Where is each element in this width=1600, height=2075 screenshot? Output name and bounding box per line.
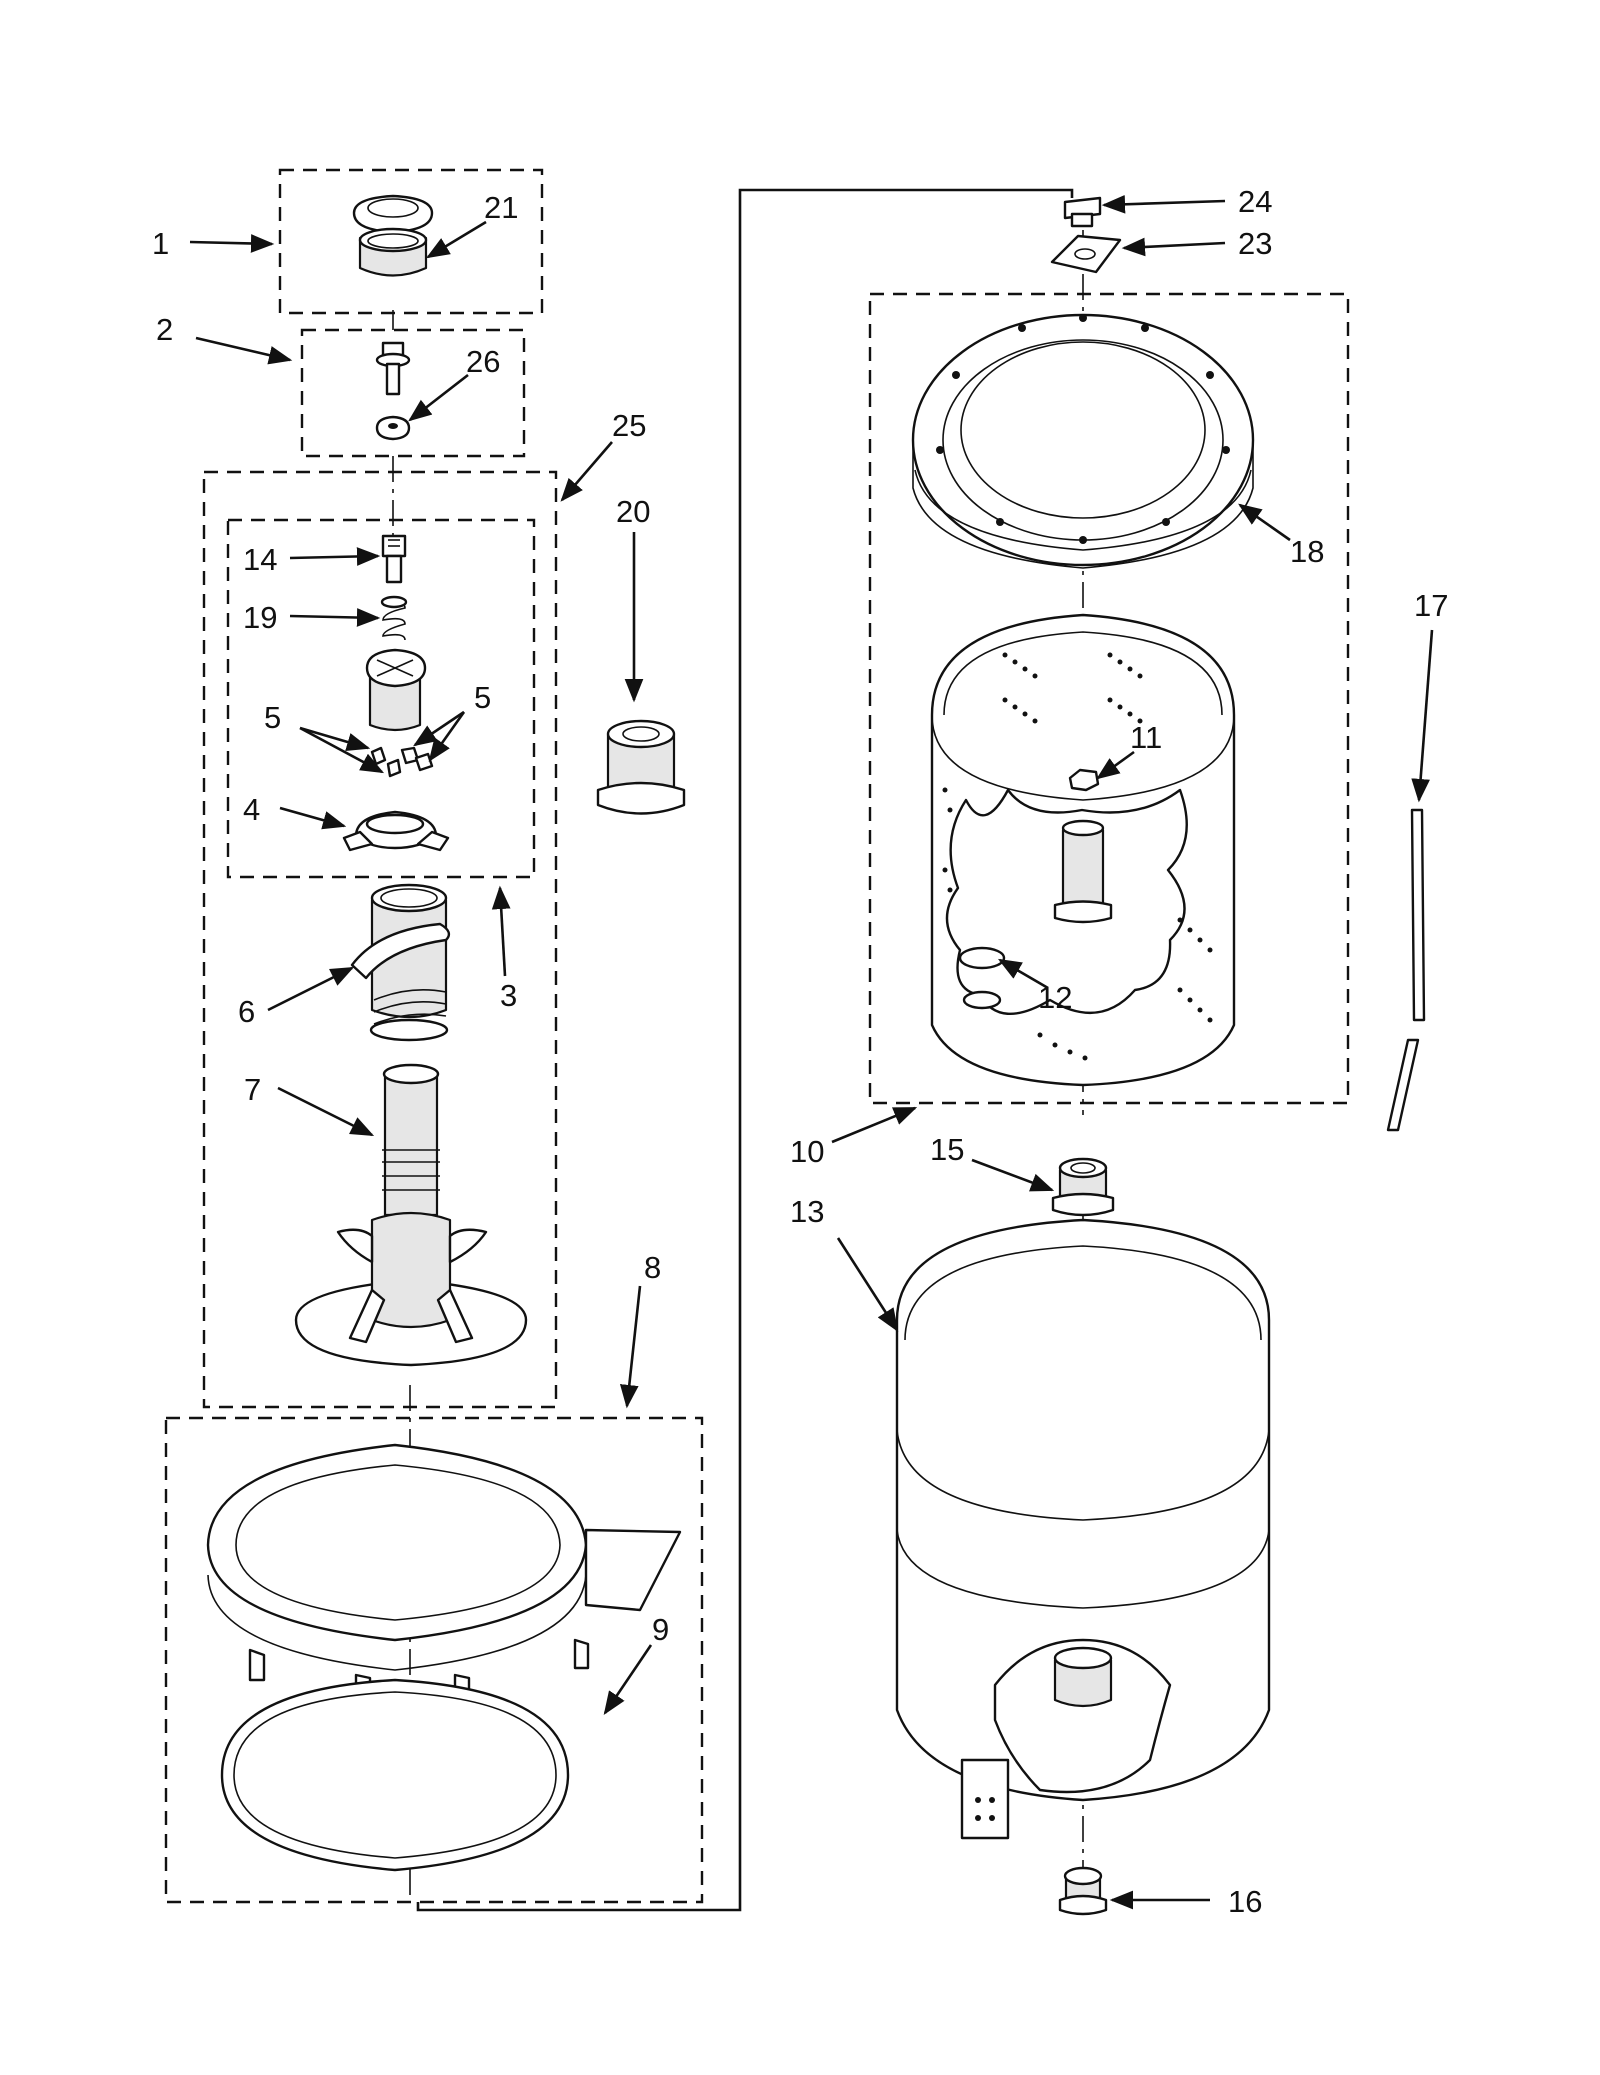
agitator-base-part [294,1063,528,1367]
callout-13: 13 [790,1194,824,1229]
callout-18: 18 [1290,534,1324,569]
callout-1: 1 [152,226,169,261]
callout-21: 21 [484,190,518,225]
group-box-8 [164,1416,704,1904]
callout-4: 4 [243,792,260,827]
agitator-internal-parts [342,534,450,852]
callout-15: 15 [930,1132,964,1167]
leader-arrows [189,194,1434,1910]
group-box-3 [226,518,536,879]
callout-16: 16 [1228,1884,1262,1919]
cam-nut-parts [1050,196,1122,274]
hose-part [1386,808,1426,1132]
callout-23: 23 [1238,226,1272,261]
callout-17: 17 [1414,588,1448,623]
callout-24: 24 [1238,184,1272,219]
group-box-1 [278,168,544,315]
callout-5-left: 5 [264,700,281,735]
group-box-2 [300,328,526,458]
callout-26: 26 [466,344,500,379]
bolt-part [375,341,411,441]
callout-7: 7 [244,1072,261,1107]
callout-5-right: 5 [474,680,491,715]
outer-tub-part [895,1218,1271,1840]
callout-19: 19 [243,600,277,635]
callout-14: 14 [243,542,277,577]
callout-10: 10 [790,1134,824,1169]
group-box-25 [202,470,558,1409]
drive-block-part [1051,1157,1115,1217]
callout-20: 20 [616,494,650,529]
balance-ring-part [911,313,1255,569]
agitator-cap-part [352,194,434,277]
callout-9: 9 [652,1612,669,1647]
callout-12: 12 [1038,980,1072,1015]
auger-part [350,883,451,1042]
bearing-part [596,719,686,815]
callout-11: 11 [1130,720,1162,755]
callout-25: 25 [612,408,646,443]
callout-6: 6 [238,994,255,1029]
group-box-10 [868,292,1350,1105]
drain-plug-part [1058,1866,1108,1916]
callout-2: 2 [156,312,173,347]
spin-basket-part [930,613,1236,1087]
callout-3: 3 [500,978,517,1013]
tub-ring-part [206,1443,682,1872]
callout-8: 8 [644,1250,661,1285]
connector-line [416,188,1074,1912]
